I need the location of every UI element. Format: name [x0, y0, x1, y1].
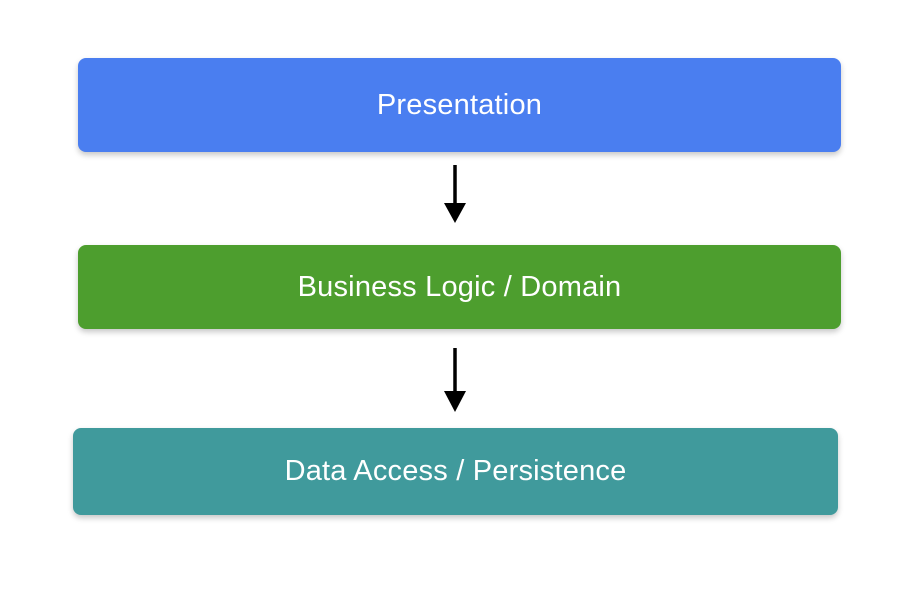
arrow-head: [444, 391, 466, 412]
layer-box-presentation[interactable]: Presentation: [78, 58, 841, 152]
layer-label-data-access: Data Access / Persistence: [284, 455, 627, 487]
arrow-head: [444, 203, 466, 223]
layer-label-business-logic: Business Logic / Domain: [297, 270, 622, 303]
layer-label-presentation: Presentation: [376, 88, 543, 121]
layer-box-data-access[interactable]: Data Access / Persistence: [73, 428, 838, 515]
layer-box-business-logic[interactable]: Business Logic / Domain: [78, 245, 841, 329]
